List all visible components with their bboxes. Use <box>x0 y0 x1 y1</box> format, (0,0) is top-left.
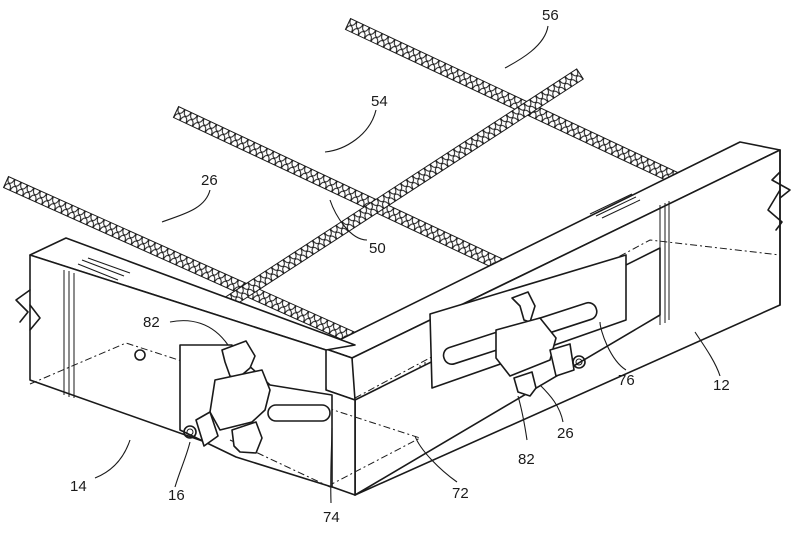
label-26-right: 26 <box>557 425 574 442</box>
label-82-left: 82 <box>143 314 160 331</box>
label-54: 54 <box>371 93 388 110</box>
label-74: 74 <box>323 509 340 526</box>
leader-lines <box>94 25 721 504</box>
label-56: 56 <box>542 7 559 24</box>
label-16: 16 <box>168 487 185 504</box>
rebar-group <box>2 17 732 365</box>
label-50: 50 <box>369 240 386 257</box>
label-14: 14 <box>70 478 87 495</box>
label-76: 76 <box>618 372 635 389</box>
clamp-82-left <box>183 340 271 454</box>
label-26-top: 26 <box>201 172 218 189</box>
label-82-right: 82 <box>518 451 535 468</box>
label-72: 72 <box>452 485 469 502</box>
reference-labels: 56 54 26 50 82 76 12 26 82 14 16 72 74 <box>70 7 730 526</box>
label-12: 12 <box>713 377 730 394</box>
clamp-82-right <box>495 291 586 397</box>
